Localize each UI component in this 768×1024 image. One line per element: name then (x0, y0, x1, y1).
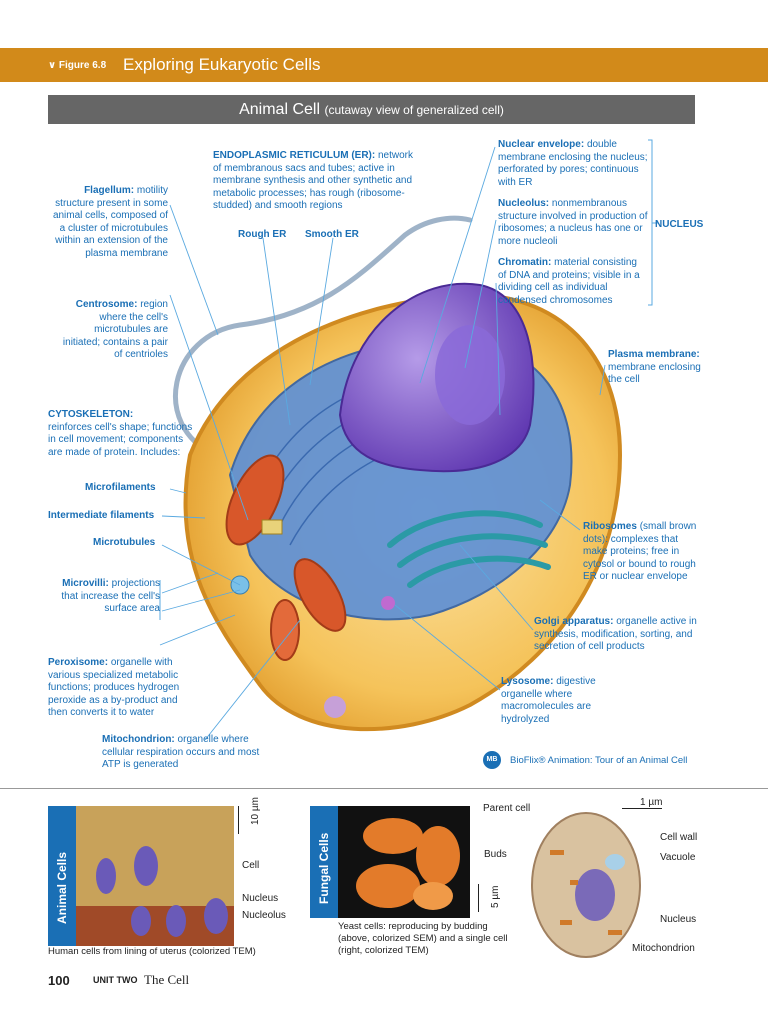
nucleus-label: Nucleus (660, 914, 697, 925)
parent-cell-label: Parent cell (483, 803, 531, 814)
mitochondrion-3 (270, 599, 300, 661)
nucleus-bracket (648, 139, 658, 306)
nuclear-envelope-label: Nuclear envelope: double membrane enclos… (498, 139, 648, 188)
animal-cells-sidebar: Animal Cells (48, 806, 76, 946)
yeast-photo (338, 806, 470, 918)
intermediate-filaments-label: Intermediate filaments (48, 510, 155, 521)
nucleolus (435, 325, 505, 425)
microvilli-label: Microvilli: projections that increase th… (61, 578, 160, 614)
flagellum (173, 215, 473, 458)
fungal-scale-label: 5 µm (490, 885, 501, 908)
animal-cells-photo (76, 806, 234, 946)
pointer-lines (159, 146, 606, 741)
bioflix-icon[interactable]: MB (483, 751, 501, 769)
panel-title-bar: Animal Cell (cutaway view of generalized… (48, 95, 695, 124)
animal-scale-label: 10 µm (250, 797, 261, 825)
cell-wall-label: Cell wall (660, 832, 698, 843)
microfilaments-label: Microfilaments (85, 482, 156, 493)
er-label: ENDOPLASMIC RETICULUM (ER): network of m… (213, 150, 414, 211)
bioflix-link[interactable]: BioFlix® Animation: Tour of an Animal Ce… (510, 755, 688, 766)
yeast-scale-label: 1 µm (640, 797, 663, 808)
nucleolus-label: Nucleolus: nonmembranous structure invol… (498, 198, 648, 247)
golgi-apparatus (387, 510, 551, 588)
fungal-caption: Yeast cells: reproducing by budding (abo… (338, 921, 508, 956)
chromatin-label: Chromatin: material consisting of DNA an… (498, 257, 640, 306)
buds-label: Buds (484, 849, 507, 860)
vacuole-label: Vacuole (660, 852, 696, 863)
figure-header-bar: ∨ Figure 6.8 Exploring Eukaryotic Cells (0, 48, 768, 82)
rough-er-label: Rough ER (238, 229, 287, 240)
unit-label: UNIT TWO (93, 975, 138, 985)
animal-nucleus-label: Nucleus (242, 893, 279, 904)
flagellum-label: Flagellum: motility structure present in… (52, 185, 168, 259)
cytoskeleton-label: CYTOSKELETON:reinforces cell's shape; fu… (48, 409, 193, 458)
lysosome-label: Lysosome: digestive organelle where macr… (501, 676, 596, 725)
centrosome-label: Centrosome: region where the cell's micr… (62, 299, 168, 360)
microtubules-label: Microtubules (93, 537, 156, 548)
mitochondrion-label: Mitochondrion: organelle where cellular … (102, 734, 260, 770)
panel-title: Animal Cell (239, 101, 321, 118)
fungal-scale-bar (478, 884, 479, 912)
vesicle (324, 696, 346, 718)
smooth-er-label: Smooth ER (305, 229, 359, 240)
yeast-scale-bar (622, 808, 662, 809)
lysosome (381, 596, 395, 610)
animal-caption: Human cells from lining of uterus (color… (48, 946, 256, 957)
divider (0, 788, 768, 789)
section-label: The Cell (144, 972, 190, 987)
centrosome (261, 519, 283, 535)
page-number: 100 (48, 973, 70, 988)
golgi-label: Golgi apparatus: organelle active in syn… (534, 616, 697, 652)
ribosomes-label: Ribosomes (small brown dots): complexes … (583, 521, 697, 582)
panel-subtitle: (cutaway view of generalized cell) (324, 103, 504, 117)
figure-title: Exploring Eukaryotic Cells (123, 55, 321, 74)
mitochondrion-2 (293, 558, 347, 632)
yeast-tem-photo (531, 812, 641, 958)
mitochondrion-photo-label: Mitochondrion (632, 943, 695, 954)
animal-cell-label: Cell (242, 860, 260, 871)
mitochondrion-1 (225, 454, 285, 546)
peroxisome-label: Peroxisome: organelle with various speci… (48, 657, 180, 718)
animal-nucleolus-label: Nucleolus (242, 910, 286, 921)
animal-scale-bar (238, 806, 239, 834)
fungal-cells-sidebar: Fungal Cells (310, 806, 338, 918)
animal-cell-diagram (159, 139, 658, 741)
plasma-membrane-label: Plasma membrane: membrane enclosing the … (608, 349, 701, 385)
figure-label: ∨ Figure 6.8 (48, 60, 107, 71)
nucleus-group-label: NUCLEUS (655, 219, 704, 230)
